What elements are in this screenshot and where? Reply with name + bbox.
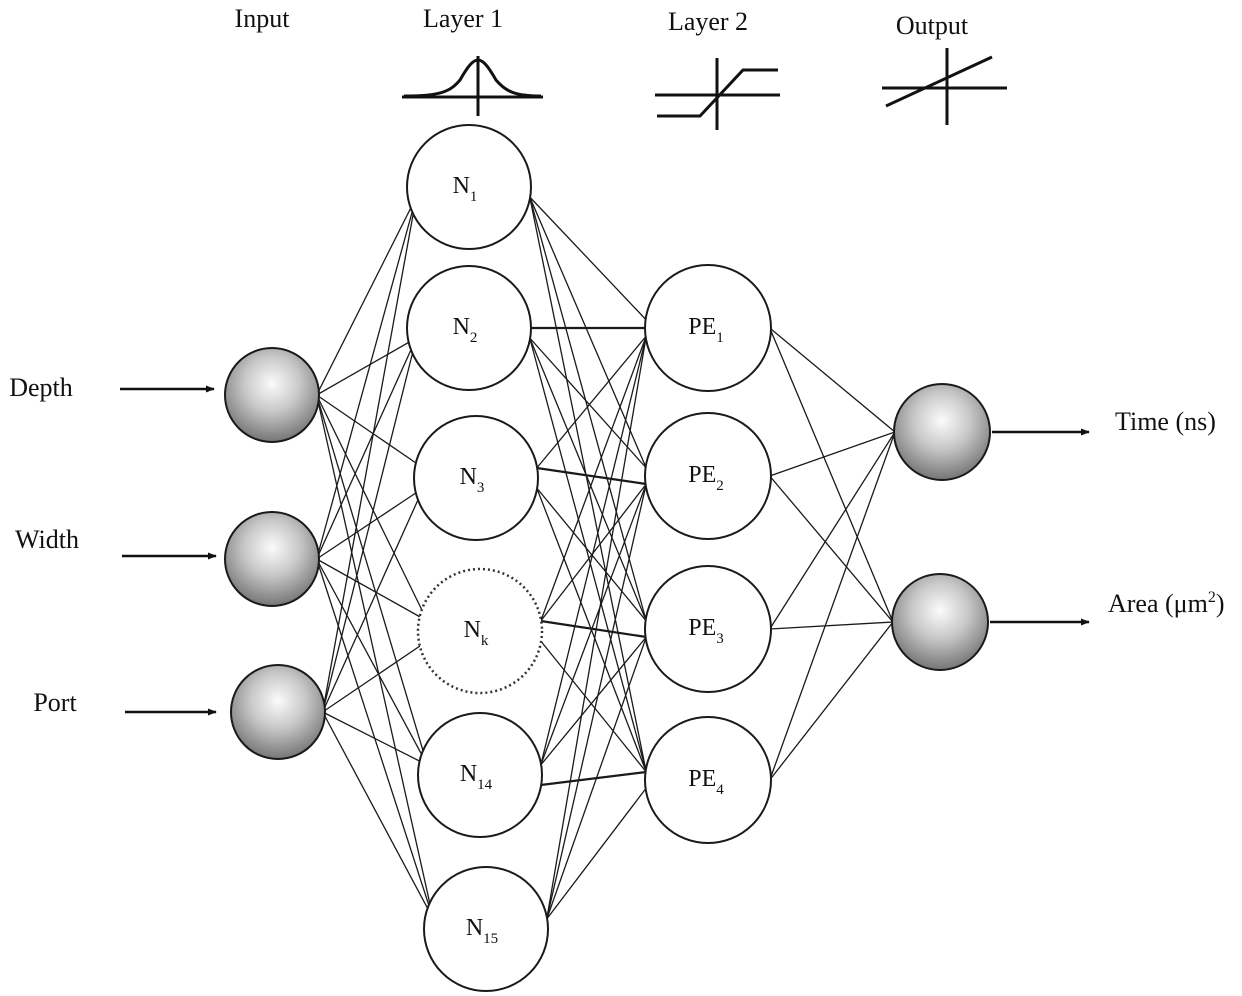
connection-pe1-out1: [769, 475, 894, 623]
layer1-node-k: [416, 567, 544, 695]
connection-n0-pe1: [529, 196, 647, 469]
linear-icon: [882, 48, 1007, 125]
connection-n5-pe1: [546, 483, 647, 920]
connection-input-2-n3: [322, 640, 428, 713]
layer1-node-label-1: N1: [453, 173, 478, 205]
layer2-node-label-2: PE2: [688, 462, 724, 494]
layer2-node-2: [644, 412, 772, 540]
layer1-node-label-k: Nk: [464, 617, 489, 649]
connection-pe1-out0: [769, 431, 896, 477]
connection-input-0-n1: [316, 337, 417, 396]
connection-input-0-n3: [316, 394, 428, 622]
input-label-port: Port: [33, 688, 77, 717]
connection-input-1-n4: [316, 558, 428, 766]
connection-input-0-n2: [316, 394, 424, 469]
connection-input-1-n0: [316, 196, 417, 560]
connection-input-0-n5: [316, 394, 434, 920]
connections: [316, 196, 896, 920]
input-label-width: Width: [15, 525, 79, 554]
connection-input-2-n4: [322, 711, 428, 766]
layer1-node-label-2: N2: [453, 314, 478, 346]
connection-input-2-n0: [322, 196, 417, 713]
layer2-node-label-1: PE1: [688, 314, 724, 346]
connection-n3-pe0: [540, 335, 647, 622]
header-layer1: Layer 1: [423, 4, 503, 33]
connection-n1-pe2: [529, 337, 647, 622]
layer2-node-4: [644, 716, 772, 844]
connection-input-1-n1: [316, 337, 417, 560]
layer1-node-label-3: N3: [460, 464, 485, 496]
output-node-1: [893, 383, 991, 481]
connection-n0-pe3: [529, 196, 647, 773]
connection-n4-pe0: [540, 335, 647, 766]
layer1-node-2: [406, 265, 532, 391]
connection-n0-pe0: [529, 196, 647, 321]
layer1-node-1: [406, 124, 532, 250]
connection-n5-pe2: [546, 636, 647, 920]
header-input: Input: [235, 4, 291, 33]
connection-n3-pe3: [540, 640, 647, 773]
saturating-linear-icon: [655, 58, 780, 130]
layer2-node-label-4: PE4: [688, 766, 724, 798]
connection-n1-pe3: [529, 337, 647, 773]
input-node-1: [224, 347, 320, 443]
layer1-node-label-14: N14: [460, 761, 493, 793]
area-exponent: 2: [1208, 589, 1216, 606]
connection-n3-pe2: [540, 619, 647, 639]
input-node-3: [230, 664, 326, 760]
connection-n0-pe2: [529, 196, 647, 622]
input-label-depth: Depth: [9, 373, 73, 402]
connection-input-2-n2: [322, 487, 424, 713]
connection-n4-pe2: [540, 636, 647, 766]
connection-input-2-n5: [322, 711, 434, 920]
layer2-node-1: [644, 264, 772, 392]
connection-pe0-out1: [769, 327, 894, 623]
layer1-node-14: [417, 712, 543, 838]
layer2-node-label-3: PE3: [688, 615, 724, 647]
connection-input-2-n1: [322, 337, 417, 713]
connection-n4-pe3: [540, 770, 647, 787]
output-node-2: [891, 573, 989, 671]
output-label-time: Time (ns): [1115, 407, 1216, 436]
layer1-node-3: [413, 415, 539, 541]
input-arrows: [120, 385, 217, 716]
connection-n2-pe0: [536, 335, 647, 469]
connection-input-0-n0: [316, 196, 417, 396]
connection-input-0-n4: [316, 394, 428, 766]
gaussian-icon: [402, 56, 543, 116]
connection-pe2-out0: [769, 431, 896, 630]
connection-pe3-out1: [769, 621, 894, 781]
header-output: Output: [896, 11, 969, 40]
layer2-node-3: [644, 565, 772, 693]
input-node-2: [224, 511, 320, 607]
output-label-area: Area (μm2): [1108, 589, 1225, 618]
connection-n5-pe3: [546, 787, 647, 920]
connection-pe2-out1: [769, 621, 893, 630]
layer1-node-label-15: N15: [466, 915, 498, 947]
connection-n2-pe1: [536, 466, 647, 486]
connection-n4-pe1: [540, 483, 647, 766]
header-layer2: Layer 2: [668, 7, 748, 36]
connection-input-1-n3: [316, 558, 428, 622]
connection-n5-pe0: [546, 335, 647, 920]
layer1-node-15: [423, 866, 549, 992]
connection-pe0-out0: [769, 327, 896, 433]
connection-pe3-out0: [769, 431, 896, 781]
output-arrows: [990, 428, 1090, 626]
